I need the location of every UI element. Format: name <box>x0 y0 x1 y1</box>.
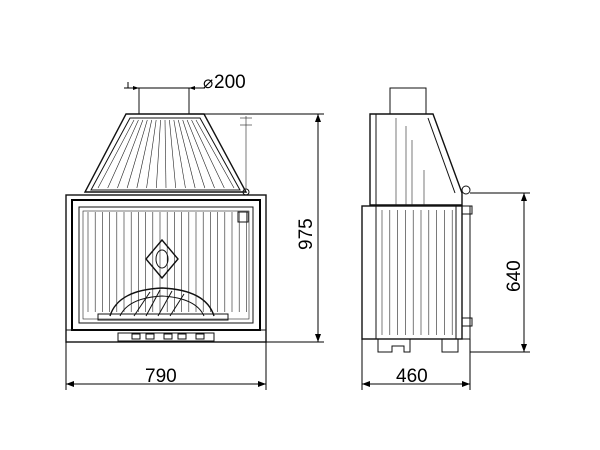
front-hood <box>83 113 252 196</box>
front-control-panel <box>66 329 266 342</box>
hood-rib <box>146 119 157 189</box>
front-body <box>65 194 267 343</box>
hood-rib <box>169 119 177 189</box>
hood-rib <box>182 119 206 189</box>
hood-rib <box>126 119 148 189</box>
hood-rib <box>177 119 196 189</box>
flue-diameter-label: 200 <box>214 72 246 93</box>
hood-rib <box>186 119 215 189</box>
hood-rib <box>191 119 225 189</box>
flue-diameter-symbol: ⌀ <box>203 73 213 92</box>
hood-rib <box>117 119 144 189</box>
side-hood <box>369 113 471 206</box>
side-depth-label: 460 <box>396 366 428 387</box>
diamond-ornament <box>145 238 179 280</box>
hood-rib <box>155 119 161 189</box>
side-flue-collar <box>389 87 427 115</box>
side-ribs <box>381 210 453 335</box>
front-flue-collar <box>138 87 190 115</box>
front-view <box>65 87 267 343</box>
front-dimensions: ⌀ 200 975 790 <box>65 72 324 390</box>
front-width-label: 790 <box>145 366 177 387</box>
hood-rib <box>107 119 139 189</box>
side-height-label: 640 <box>504 260 525 292</box>
hood-rib <box>195 119 235 189</box>
side-dimensions: 640 460 <box>361 192 530 390</box>
hood-rib <box>136 119 153 189</box>
hood-ribs <box>97 119 235 189</box>
hood-rib <box>97 119 135 189</box>
hood-rib <box>173 119 186 189</box>
hood-rib <box>164 119 167 189</box>
door-glass-frame <box>78 206 254 324</box>
front-height-label: 975 <box>296 218 317 250</box>
side-body <box>361 205 473 353</box>
log-grate <box>97 287 229 321</box>
side-view <box>361 87 473 353</box>
